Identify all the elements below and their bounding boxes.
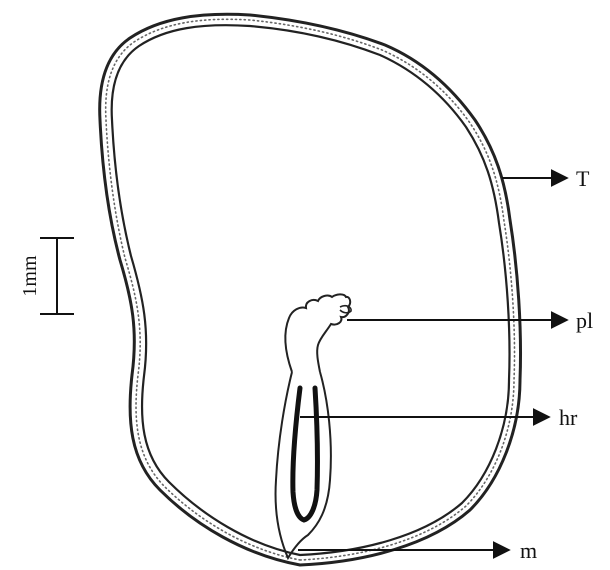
label-plumule-text: pl [576, 308, 593, 333]
embryo-axis [276, 294, 352, 558]
label-testa: T [502, 166, 590, 191]
hypocotyl-radicle [276, 372, 331, 558]
label-plumule: pl [347, 308, 593, 333]
scale-bar-label: 1mm [19, 255, 41, 297]
label-testa-text: T [576, 166, 590, 191]
scale-bar: 1mm [19, 238, 74, 314]
seed-coat [100, 14, 521, 565]
vascular-strand [293, 388, 318, 520]
label-hypocotyl-radicle: hr [300, 405, 578, 430]
seed-coat-inner [112, 25, 510, 555]
label-micropyle-text: m [520, 538, 537, 563]
label-hypocotyl-radicle-text: hr [559, 405, 578, 430]
seed-coat-outer [100, 14, 521, 565]
